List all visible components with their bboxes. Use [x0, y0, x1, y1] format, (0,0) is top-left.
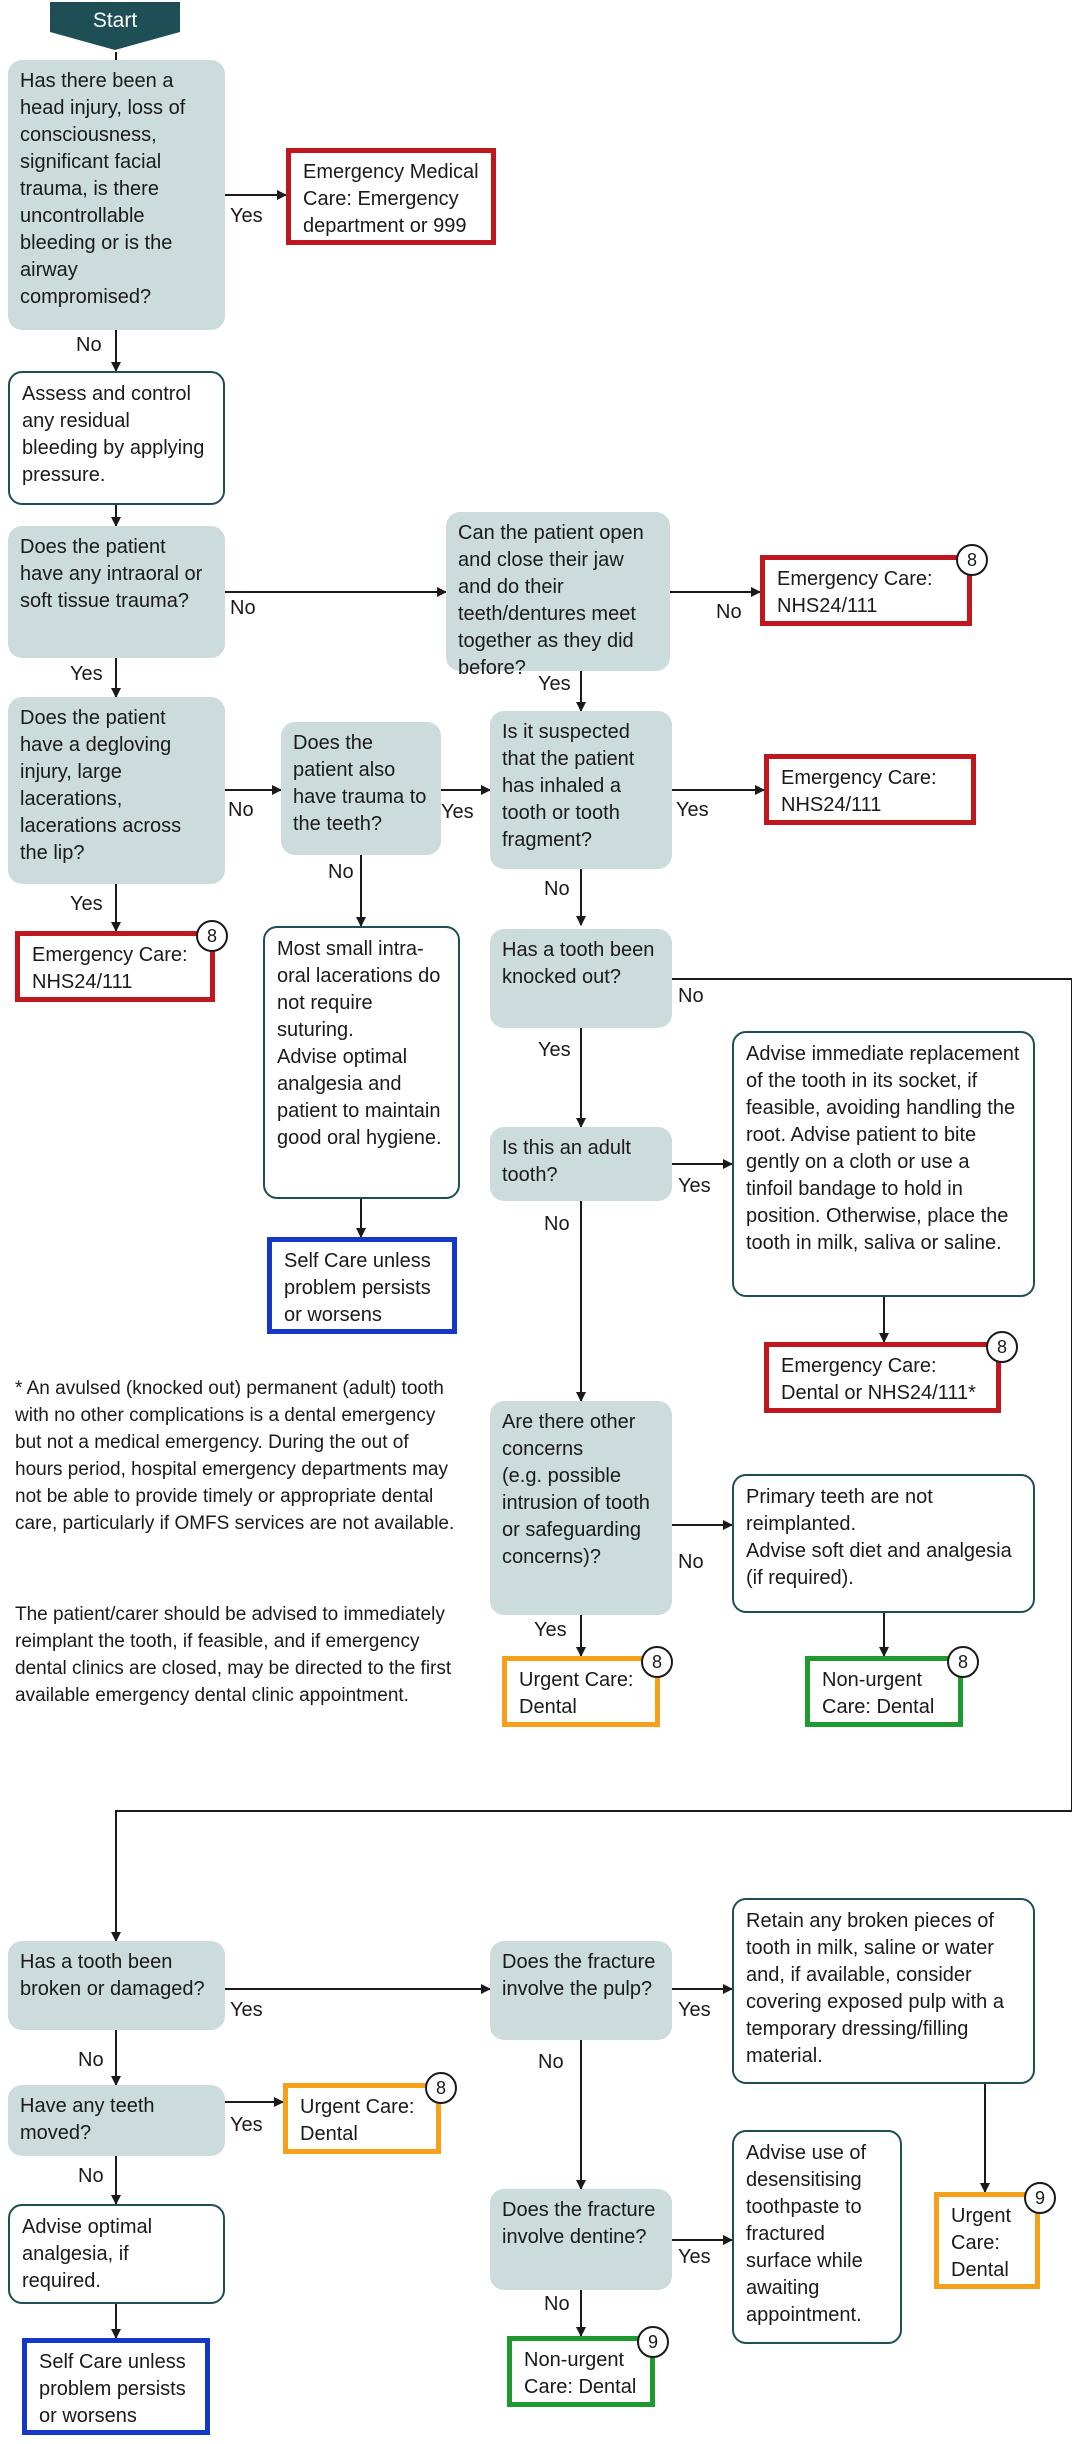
question-fracture-dentine: Does the fracture involve dentine? — [490, 2189, 672, 2290]
advice-control-bleeding: Assess and control any residual bleeding… — [8, 371, 225, 505]
question-fracture-pulp: Does the fracture involve the pulp? — [490, 1941, 672, 2040]
label-no: No — [76, 334, 102, 356]
label-no: No — [544, 878, 570, 900]
advice-desensitising-toothpaste: Advise use of desensitising toothpaste t… — [732, 2130, 902, 2344]
advice-small-lacerations: Most small intra- oral lacerations do no… — [263, 926, 460, 1199]
reference-badge: 8 — [196, 920, 228, 952]
outcome-self-care-analgesia: Self Care unless problem persists or wor… — [22, 2338, 210, 2435]
reference-badge: 9 — [1024, 2182, 1056, 2214]
advice-reimplant-tooth: Advise immediate replacement of the toot… — [732, 1031, 1035, 1297]
note-avulsed-tooth: * An avulsed (knocked out) permanent (ad… — [15, 1378, 455, 1534]
outcome-emergency-inhaled: Emergency Care: NHS24/111 — [764, 754, 976, 825]
start-banner — [50, 2, 180, 50]
label-yes: Yes — [230, 205, 263, 227]
question-inhaled-tooth: Is it suspected that the patient has inh… — [490, 711, 672, 869]
question-tooth-broken: Has a tooth been broken or damaged? — [8, 1941, 225, 2030]
question-tooth-knocked-out: Has a tooth been knocked out? — [490, 929, 672, 1028]
outcome-emergency-medical: Emergency Medical Care: Emergency depart… — [286, 148, 496, 245]
label-yes: Yes — [230, 2114, 263, 2136]
label-yes: Yes — [70, 663, 103, 685]
label-no: No — [78, 2165, 104, 2187]
advice-retain-broken-pieces: Retain any broken pieces of tooth in mil… — [732, 1898, 1035, 2084]
advice-optimal-analgesia: Advise optimal analgesia, if required. — [8, 2204, 225, 2304]
label-no: No — [228, 799, 254, 821]
label-no: No — [328, 861, 354, 883]
outcome-urgent-care-moved: Urgent Care: Dental — [283, 2083, 441, 2154]
arrow-knocked-no-loop — [111, 978, 1072, 1942]
label-no: No — [678, 1551, 704, 1573]
label-yes: Yes — [678, 1999, 711, 2021]
label-yes: Yes — [678, 1175, 711, 1197]
reference-badge: 8 — [947, 1646, 979, 1678]
label-yes: Yes — [441, 801, 474, 823]
reference-badge: 9 — [637, 2326, 669, 2358]
outcome-nonurgent-dentine: Non-urgent Care: Dental — [507, 2336, 655, 2407]
reference-badge: 8 — [641, 1646, 673, 1678]
reference-badge: 8 — [986, 1331, 1018, 1363]
question-degloving-injury: Does the patient have a degloving injury… — [8, 697, 225, 884]
label-yes: Yes — [676, 799, 709, 821]
label-yes: Yes — [678, 2246, 711, 2268]
label-yes: Yes — [70, 893, 103, 915]
outcome-self-care-lacerations: Self Care unless problem persists or wor… — [267, 1237, 457, 1334]
outcome-emergency-dental-nhs: Emergency Care: Dental or NHS24/111* — [764, 1342, 1001, 1413]
label-no: No — [544, 2293, 570, 2315]
label-no: No — [78, 2049, 104, 2071]
reference-badge: 8 — [425, 2072, 457, 2104]
advice-primary-teeth: Primary teeth are not reimplanted. Advis… — [732, 1474, 1035, 1613]
label-yes: Yes — [534, 1619, 567, 1641]
question-trauma-to-teeth: Does the patient also have trauma to the… — [281, 722, 441, 855]
note-reimplant-advice: The patient/carer should be advised to i… — [15, 1604, 452, 1706]
label-no: No — [544, 1213, 570, 1235]
label-yes: Yes — [538, 673, 571, 695]
question-other-concerns: Are there other concerns (e.g. possible … — [490, 1401, 672, 1615]
label-no: No — [230, 597, 256, 619]
label-yes: Yes — [538, 1039, 571, 1061]
reference-badge: 8 — [956, 544, 988, 576]
question-teeth-moved: Have any teeth moved? — [8, 2085, 225, 2156]
label-no: No — [538, 2051, 564, 2073]
question-head-injury: Has there been a head injury, loss of co… — [8, 60, 225, 330]
label-no: No — [716, 601, 742, 623]
start-label: Start — [92, 9, 138, 32]
question-jaw-function: Can the patient open and close their jaw… — [446, 512, 670, 679]
label-no: No — [678, 985, 704, 1007]
question-intraoral-trauma: Does the patient have any intraoral or s… — [8, 526, 225, 658]
label-yes: Yes — [230, 1999, 263, 2021]
outcome-urgent-care-fracture: Urgent Care: Dental — [934, 2192, 1040, 2289]
outcome-emergency-jaw: Emergency Care: NHS24/111 — [760, 555, 972, 626]
outcome-urgent-care-other: Urgent Care: Dental — [502, 1656, 660, 1727]
question-adult-tooth: Is this an adult tooth? — [490, 1127, 672, 1201]
outcome-emergency-degloving: Emergency Care: NHS24/111 — [15, 931, 215, 1002]
outcome-nonurgent-primary: Non-urgent Care: Dental — [805, 1656, 963, 1727]
